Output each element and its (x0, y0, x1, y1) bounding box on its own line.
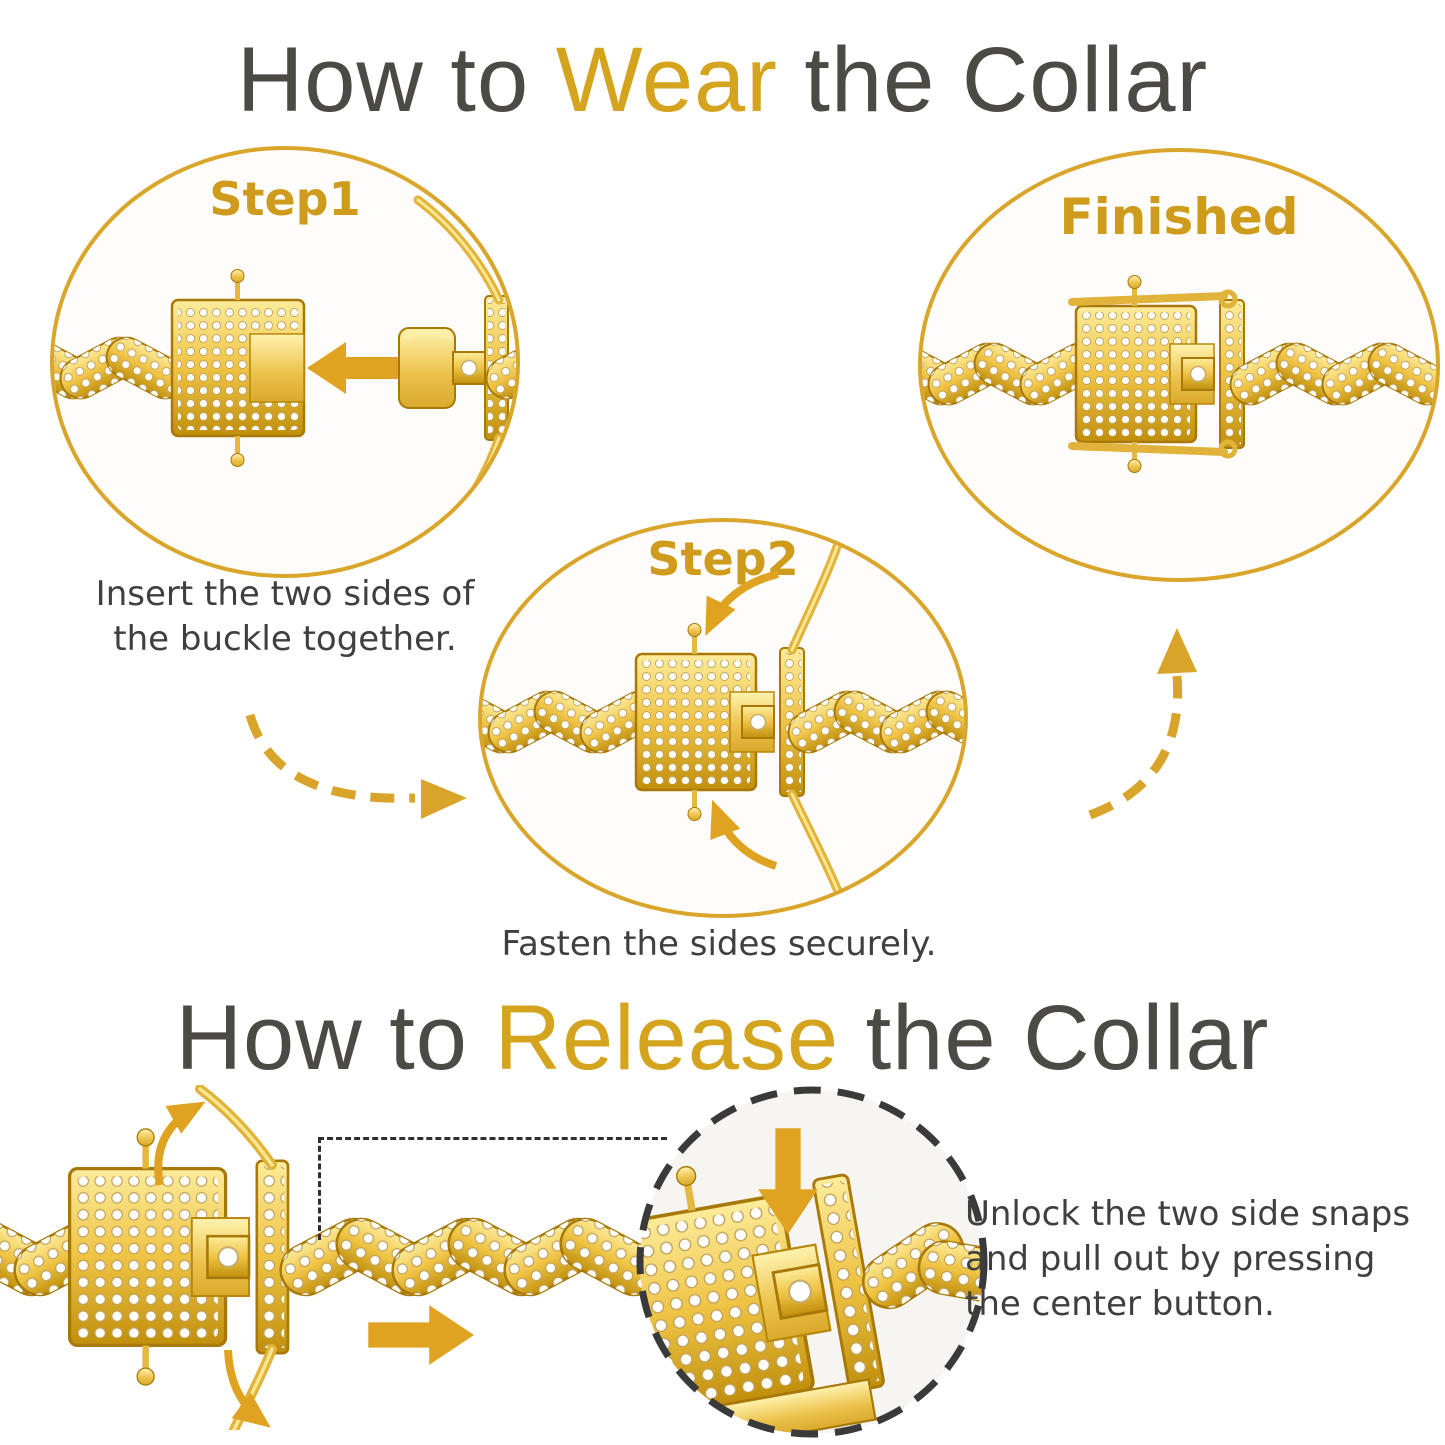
step2-caption: Fasten the sides securely. (501, 924, 937, 964)
chain-right (780, 683, 964, 761)
release-illustration (0, 1085, 660, 1430)
wear-title-prefix: How to (236, 29, 556, 131)
release-title-prefix: How to (175, 987, 495, 1089)
release-title: How to Release the Collar (0, 986, 1445, 1091)
insert-arrow-icon (307, 342, 399, 394)
lever-top (413, 195, 504, 305)
flow-arrow-step2-to-finished (1088, 628, 1197, 820)
clasp-closed (67, 1127, 290, 1387)
lever-bottom (427, 433, 504, 551)
wear-title: How to Wear the Collar (0, 28, 1445, 133)
zoom-detail-circle (630, 1080, 994, 1444)
release-caption-line2: and pull out by pressing (965, 1239, 1376, 1279)
rotate-arrow-bottom-icon (710, 799, 778, 870)
release-caption: Unlock the two side snaps and pull out b… (965, 1192, 1435, 1327)
lever-bottom (787, 789, 845, 901)
release-caption-line1: Unlock the two side snaps (965, 1194, 1411, 1234)
flow-arrow-step1-to-step2 (245, 713, 467, 819)
step2-illustration (482, 539, 964, 901)
clasp-closed (1074, 274, 1246, 474)
finished-illustration (922, 274, 1436, 474)
lever-bottom-folded (1068, 439, 1238, 459)
step1-circle: Step1 (50, 146, 520, 578)
step1-caption: Insert the two sides of the buckle toget… (65, 572, 505, 662)
wear-title-suffix: the Collar (777, 29, 1209, 131)
lever-top-folded (1068, 289, 1238, 309)
zoom-detail-illustration (636, 1086, 988, 1438)
clasp-detail (640, 1137, 984, 1434)
chain-right (1222, 335, 1436, 413)
pull-arrow-icon (368, 1305, 475, 1365)
step1-caption-line2: the buckle together. (113, 619, 457, 659)
wear-title-highlight: Wear (555, 29, 778, 131)
lever-top (195, 1085, 277, 1170)
lever-top (787, 539, 843, 655)
step1-illustration (54, 195, 516, 551)
release-title-suffix: the Collar (839, 987, 1270, 1089)
release-caption-line3: the center button. (965, 1284, 1275, 1324)
finished-label: Finished (1059, 188, 1299, 246)
clasp-closed (634, 622, 806, 822)
step1-caption-line1: Insert the two sides of (95, 574, 475, 614)
rotate-arrow-bottom-icon (224, 1349, 271, 1428)
finished-circle: Finished (918, 148, 1440, 582)
release-title-highlight: Release (494, 987, 840, 1089)
zoom-source-outline (318, 1137, 667, 1240)
rotate-arrow-top-icon (705, 570, 779, 636)
step1-label: Step1 (209, 172, 361, 226)
rotate-arrow-top-icon (154, 1101, 206, 1186)
step2-circle: Step2 (478, 518, 968, 918)
clasp-box (170, 269, 306, 467)
